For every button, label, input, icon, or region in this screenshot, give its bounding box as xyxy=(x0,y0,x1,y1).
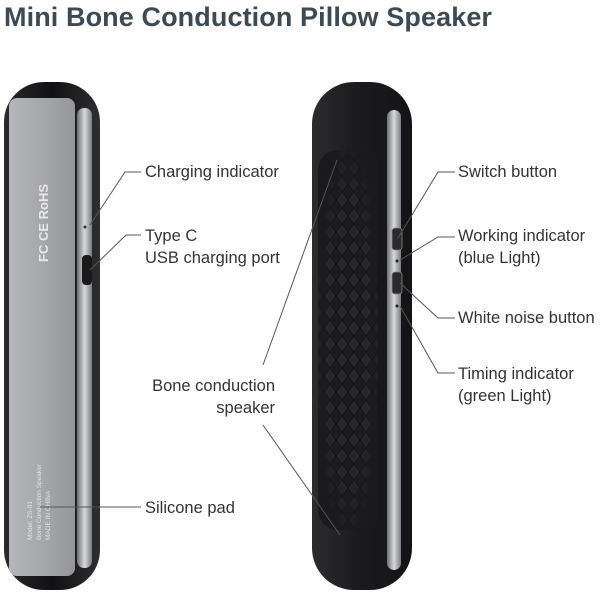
label-timing-line2: (green Light) xyxy=(458,387,552,405)
leader-lines xyxy=(40,159,455,536)
label-type-c-line2: USB charging port xyxy=(145,249,280,267)
label-type-c: Type C USB charging port xyxy=(145,225,280,269)
side-rail xyxy=(77,108,92,568)
label-working-line1: Working indicator xyxy=(458,227,586,245)
label-bone-conduction: Bone conduction speaker xyxy=(145,375,275,419)
device-back xyxy=(312,82,412,590)
label-working-line2: (blue Light) xyxy=(458,249,541,267)
switch-button-shape xyxy=(391,227,403,251)
label-charging-indicator: Charging indicator xyxy=(145,163,279,181)
label-silicone-pad: Silicone pad xyxy=(145,499,235,517)
label-timing-line1: Timing indicator xyxy=(458,365,574,383)
made-in-text: MADE IN CHINA xyxy=(45,490,52,540)
working-led xyxy=(395,259,399,263)
model-text: Model: ZS-01 xyxy=(27,501,34,540)
brand-text: Bone Conduction Speaker xyxy=(36,463,43,540)
label-bone-line1: Bone conduction xyxy=(152,377,275,395)
label-timing-indicator: Timing indicator (green Light) xyxy=(458,363,574,407)
silicone-pad-panel xyxy=(9,98,75,576)
usb-port xyxy=(82,255,92,285)
timing-led xyxy=(395,304,399,308)
label-working-indicator: Working indicator (blue Light) xyxy=(458,225,585,269)
page-title: Mini Bone Conduction Pillow Speaker xyxy=(4,2,493,32)
label-switch-button: Switch button xyxy=(458,163,558,181)
cert-marks: FC CE RoHS xyxy=(36,184,51,262)
label-white-noise-button: White noise button xyxy=(458,309,595,327)
label-type-c-line1: Type C xyxy=(145,227,198,245)
charging-led xyxy=(83,225,87,229)
side-rail-right xyxy=(387,110,401,570)
device-front: FC CE RoHS Model: ZS-01 Bone Conduction … xyxy=(4,82,100,590)
label-bone-line2: speaker xyxy=(216,399,275,417)
white-noise-button-shape xyxy=(391,271,403,295)
